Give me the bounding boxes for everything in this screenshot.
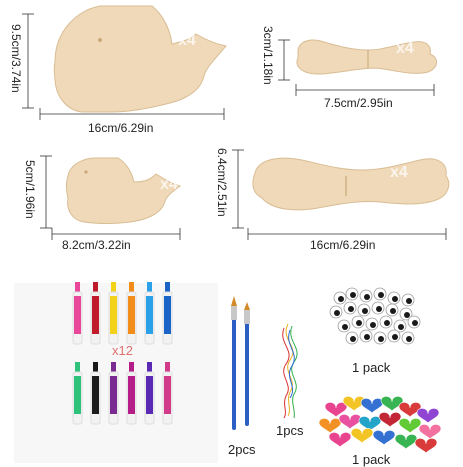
googly-eye — [351, 315, 365, 329]
large-bird-eye — [98, 38, 102, 42]
marker — [90, 362, 101, 425]
small-bird-piece — [66, 157, 182, 224]
large-wings-qty: x4 — [390, 164, 408, 181]
large-wings-piece — [252, 157, 450, 211]
foam-heart — [398, 402, 422, 418]
googly-eye — [401, 293, 415, 307]
foam-hearts — [318, 396, 442, 454]
googly-eyes — [329, 287, 421, 345]
marker — [126, 282, 137, 345]
brushes-qty: 2pcs — [228, 442, 256, 457]
marker — [126, 362, 137, 425]
marker — [162, 282, 173, 345]
hearts-qty: 1 pack — [352, 452, 391, 467]
googly-eye — [385, 303, 399, 317]
foam-heart — [360, 398, 384, 414]
googly-eye — [373, 287, 387, 301]
markers-qty: x12 — [112, 343, 133, 358]
googly-eye — [401, 331, 415, 345]
small-wings-piece — [296, 39, 437, 75]
foam-heart — [380, 396, 404, 412]
marker — [144, 282, 155, 345]
googly-eye — [371, 301, 385, 315]
foam-heart — [342, 396, 366, 412]
foam-heart — [394, 434, 418, 450]
marker — [108, 362, 119, 425]
string-bundle — [282, 323, 298, 419]
foam-heart — [398, 418, 422, 434]
googly-eye — [345, 287, 359, 301]
marker — [90, 282, 101, 345]
marker-set — [72, 282, 173, 425]
googly-eye — [357, 303, 371, 317]
googly-eye — [365, 317, 379, 331]
googly-eye — [359, 289, 373, 303]
foam-heart — [378, 412, 402, 428]
marker — [108, 282, 119, 345]
eyes-qty: 1 pack — [352, 360, 391, 375]
googly-eye — [407, 315, 421, 329]
small-bird-width-label: 8.2cm/3.22in — [62, 238, 131, 252]
googly-eye — [333, 291, 347, 305]
foam-heart — [318, 418, 342, 434]
googly-eye — [345, 331, 359, 345]
small-wings-width-label: 7.5cm/2.95in — [324, 96, 393, 110]
marker — [72, 282, 83, 345]
googly-eye — [329, 305, 343, 319]
googly-eye — [387, 291, 401, 305]
foam-heart — [414, 438, 438, 454]
googly-eye — [387, 329, 401, 343]
googly-eye — [399, 307, 413, 321]
marker — [144, 362, 155, 425]
marker — [162, 362, 173, 425]
small-wings-qty: x4 — [396, 40, 414, 57]
foam-heart — [418, 424, 442, 440]
paint-brushes — [231, 296, 250, 430]
googly-eye — [337, 319, 351, 333]
googly-eye — [359, 329, 373, 343]
foam-heart — [338, 414, 362, 430]
large-bird-width-label: 16cm/6.29in — [88, 121, 154, 135]
dimension-lines — [22, 13, 447, 240]
small-bird-eye — [84, 170, 88, 174]
large-bird-qty: x4 — [178, 32, 196, 49]
large-wings-width-label: 16cm/6.29in — [310, 238, 376, 252]
foam-heart — [350, 428, 374, 444]
string-qty: 1pcs — [276, 423, 304, 438]
large-bird-piece — [53, 5, 227, 113]
foam-heart — [416, 408, 440, 424]
foam-heart — [372, 430, 396, 446]
foam-heart — [328, 432, 352, 448]
googly-eye — [343, 301, 357, 315]
small-bird-qty: x4 — [160, 176, 178, 193]
googly-eye — [379, 315, 393, 329]
marker — [72, 362, 83, 425]
googly-eye — [373, 331, 387, 345]
googly-eye — [393, 319, 407, 333]
